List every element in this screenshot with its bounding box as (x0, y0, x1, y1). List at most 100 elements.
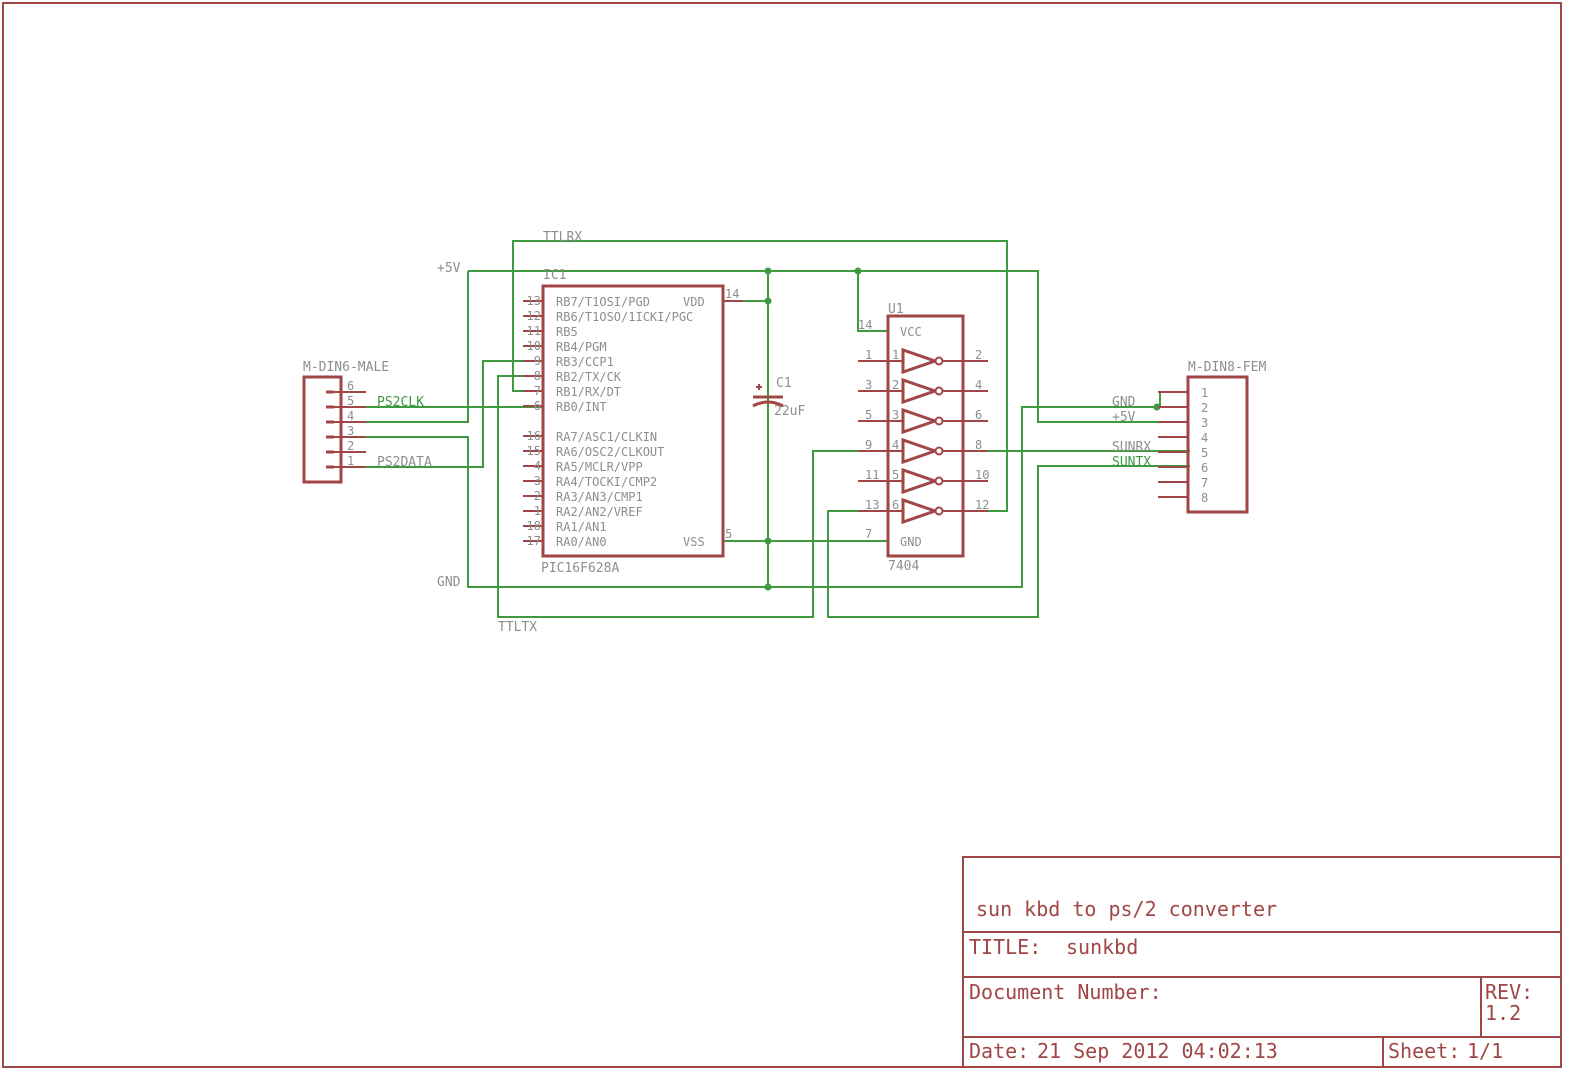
u1-output-pin-number: 6 (975, 408, 982, 422)
wire-ttltx (497, 375, 888, 618)
ic1-pin-name: RA7/ASC1/CLKIN (556, 430, 657, 444)
net-label-din8-gnd: GND (1112, 395, 1136, 410)
ic1-pin-name: RB5 (556, 325, 578, 339)
wires (345, 240, 1190, 618)
ic1-pin-vss-number: 5 (725, 527, 732, 541)
u1-output-pin-number: 2 (975, 348, 982, 362)
ic1-pin-number: 6 (534, 399, 541, 413)
inverter-bubble (934, 446, 944, 456)
din8-pin-number: 5 (1201, 446, 1208, 460)
ic1-pin-vdd-number: 14 (725, 287, 739, 301)
u1-vcc-number: 14 (858, 318, 872, 332)
din8-pin-number: 8 (1201, 491, 1208, 505)
u1-gate-number: 6 (892, 498, 899, 512)
u1-gnd-number: 7 (865, 527, 872, 541)
u1-output-pin-number: 8 (975, 438, 982, 452)
ic1-pin-number: 4 (534, 459, 541, 473)
title-block-sheet-label: Sheet: (1388, 1039, 1460, 1063)
ic1-pin-number: 1 (534, 504, 541, 518)
ic1-pin-number: 17 (527, 534, 541, 548)
net-label-sunrx: SUNRX (1112, 440, 1151, 455)
c1-capacitor: C1 22uF (752, 376, 805, 419)
net-label-gnd: GND (437, 575, 461, 590)
u1-output-pin-number: 4 (975, 378, 982, 392)
ic1-pin-name: RA2/AN2/VREF (556, 505, 643, 519)
ic1-body (541, 284, 725, 558)
ic1-pin-number: 11 (527, 324, 541, 338)
inverter-bubble (934, 416, 944, 426)
din6-pin-number: 3 (347, 424, 354, 438)
din8-name: M-DIN8-FEM (1188, 360, 1266, 375)
ic1-pin-name: RA4/TOCKI/CMP2 (556, 475, 657, 489)
din8-pin-number: 4 (1201, 431, 1208, 445)
junction-dot (764, 297, 772, 305)
din8-pin-number: 1 (1201, 386, 1208, 400)
ic1-pin-number: 7 (534, 384, 541, 398)
ic1-pin-number: 3 (534, 474, 541, 488)
title-block-sheet-value: 1/1 (1467, 1039, 1503, 1063)
din6-pin-number: 4 (347, 409, 354, 423)
inverter-bubble (934, 356, 944, 366)
u1-input-pin-number: 11 (865, 468, 879, 482)
junction-dot (764, 537, 772, 545)
u1-gate-number: 2 (892, 378, 899, 392)
net-label-ps2clk: PS2CLK (377, 395, 424, 410)
c1-ref: C1 (776, 376, 792, 391)
inverter-bubble (934, 476, 944, 486)
ic1-pin-number: 12 (527, 309, 541, 323)
din6-pin-number: 5 (347, 394, 354, 408)
ic1-pin-name: RA6/OSC2/CLKOUT (556, 445, 664, 459)
ic1-pin-name: RA1/AN1 (556, 520, 607, 534)
ic1-pin-name: RB7/T1OSI/PGD (556, 295, 650, 309)
net-label-ttltx: TTLTX (498, 620, 537, 635)
ic1-pin-name: RB3/CCP1 (556, 355, 614, 369)
ic1-pin-number: 18 (527, 519, 541, 533)
din6-pin-number: 6 (347, 379, 354, 393)
din8-pin-number: 2 (1201, 401, 1208, 415)
net-label-ps2data: PS2DATA (377, 455, 432, 470)
wire-5v-u1-vcc (857, 271, 888, 332)
net-label-suntx: SUNTX (1112, 455, 1151, 470)
net-label-din8-5v: +5V (1112, 410, 1136, 425)
ic1-pin-number: 2 (534, 489, 541, 503)
junction-dot (854, 267, 862, 275)
din6-name: M-DIN6-MALE (303, 360, 389, 375)
inverter-triangle (901, 467, 940, 495)
inverter-bubble (934, 386, 944, 396)
wire-suntx (827, 465, 1190, 618)
ic1-pin-vdd-name: VDD (683, 295, 705, 309)
ic1-pin-vss-name: VSS (683, 535, 705, 549)
net-label-5v: +5V (437, 261, 461, 276)
u1-vcc-label: VCC (900, 325, 922, 339)
u1-gnd-label: GND (900, 535, 922, 549)
din8-pin-number: 7 (1201, 476, 1208, 490)
title-block-date-value: 21 Sep 2012 04:02:13 (1037, 1039, 1278, 1063)
u1-output-pin-number: 12 (975, 498, 989, 512)
u1-ref: U1 (888, 302, 904, 317)
junction-dot (764, 583, 772, 591)
ic1-pin-number: 16 (527, 429, 541, 443)
ic1-pin-number: 13 (527, 294, 541, 308)
net-label-ttlrx: TTLRX (543, 230, 582, 245)
junction-dot (1153, 403, 1161, 411)
ic1-pin-number: 15 (527, 444, 541, 458)
inverter-triangle (901, 347, 940, 375)
din6-pin-number: 1 (347, 454, 354, 468)
title-block-docnum-label: Document Number: (969, 980, 1162, 1004)
ic1-pin-name: RA3/AN3/CMP1 (556, 490, 643, 504)
ic1-pin-number: 10 (527, 339, 541, 353)
u1-body (886, 314, 965, 558)
inverter-triangle (901, 377, 940, 405)
c1-value: 22uF (774, 404, 805, 419)
ic1-ref: IC1 (543, 268, 566, 283)
wire-gnd-rail (345, 406, 1160, 588)
ic1-pin-name: RB0/INT (556, 400, 607, 414)
u1-input-pin-number: 5 (865, 408, 872, 422)
